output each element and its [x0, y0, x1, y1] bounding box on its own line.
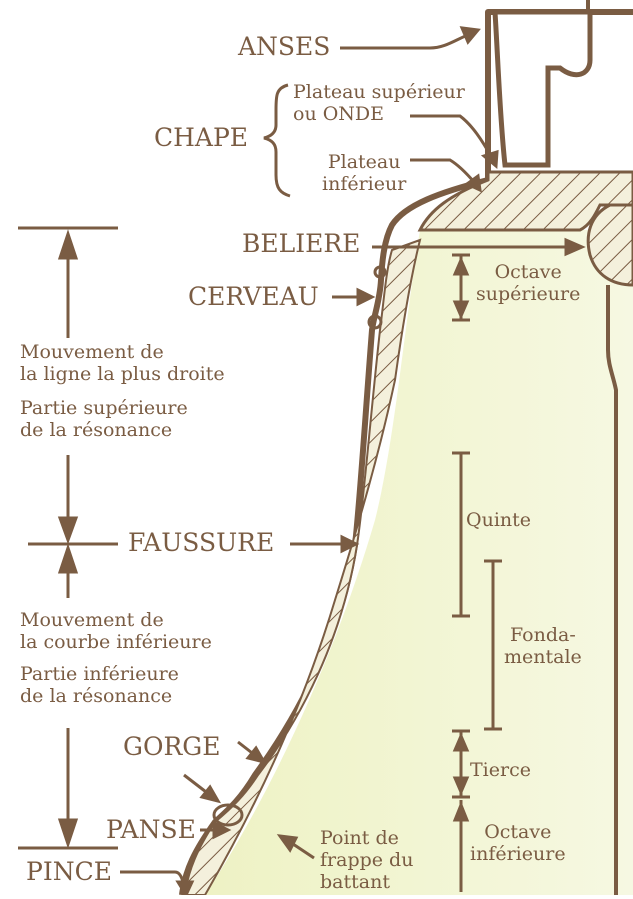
plateau-inferieur-line2: inférieur [322, 172, 407, 195]
label-faussure: FAUSSURE [128, 528, 275, 557]
partie-superieure-line1: Partie supérieure [20, 397, 188, 419]
octave-inferieure-line2: inférieure [470, 842, 566, 865]
bell-interior [205, 230, 633, 895]
point-frappe-line2: frappe du [320, 848, 414, 871]
mouvement-droite-line2: la ligne la plus droite [20, 362, 225, 385]
label-octave-superieure: Octave supérieure [476, 261, 581, 306]
beliere-shape [586, 203, 633, 287]
label-cerveau: CERVEAU [188, 282, 319, 311]
octave-superieure-line2: supérieure [476, 282, 581, 305]
label-pince: PINCE [26, 857, 112, 886]
left-measure [18, 226, 118, 850]
anses-outline [492, 9, 593, 168]
pointer-arrows [120, 26, 586, 899]
clapper-shaft [606, 285, 618, 895]
partie-inferieure-line2: de la résonance [20, 684, 173, 707]
label-anses: ANSES [238, 32, 331, 61]
plateau-inferieur-line1: Plateau [327, 151, 401, 173]
plateau-superieur-line2: ou ONDE [293, 102, 385, 125]
label-fondamentale: Fonda- mentale [504, 624, 582, 669]
label-mouvement-courbe: Mouvement de la courbe inférieure [20, 609, 212, 654]
label-point-frappe: Point de frappe du battant [320, 827, 414, 894]
fondamentale-line1: Fonda- [510, 624, 576, 646]
label-plateau-inferieur: Plateau inférieur [322, 151, 407, 196]
mouvement-droite-line1: Mouvement de [20, 341, 164, 363]
label-tierce: Tierce [470, 759, 531, 781]
plateau-superieur-line1: Plateau supérieur [293, 81, 465, 103]
label-octave-inferieure: Octave inférieure [470, 821, 566, 866]
label-mouvement-droite: Mouvement de la ligne la plus droite [20, 341, 225, 386]
label-partie-superieure: Partie supérieure de la résonance [20, 397, 188, 442]
mouvement-courbe-line1: Mouvement de [20, 609, 164, 631]
label-panse: PANSE [106, 815, 196, 844]
bell-wall [183, 238, 422, 896]
label-chape: CHAPE [154, 123, 249, 152]
octave-superieure-line1: Octave [494, 261, 562, 283]
point-frappe-line3: battant [320, 870, 390, 893]
harmonic-bars [452, 253, 502, 892]
label-plateau-superieur: Plateau supérieur ou ONDE [293, 81, 465, 126]
label-partie-inferieure: Partie inférieure de la résonance [20, 663, 179, 708]
partie-inferieure-line1: Partie inférieure [20, 663, 179, 685]
label-beliere: BELIERE [242, 229, 361, 258]
octave-inferieure-line1: Octave [484, 821, 552, 843]
label-gorge: GORGE [123, 732, 221, 761]
partie-superieure-line2: de la résonance [20, 418, 173, 441]
label-quinte: Quinte [466, 509, 532, 531]
fondamentale-line2: mentale [504, 645, 582, 668]
point-frappe-line1: Point de [320, 827, 399, 849]
mouvement-courbe-line2: la courbe inférieure [20, 630, 212, 653]
